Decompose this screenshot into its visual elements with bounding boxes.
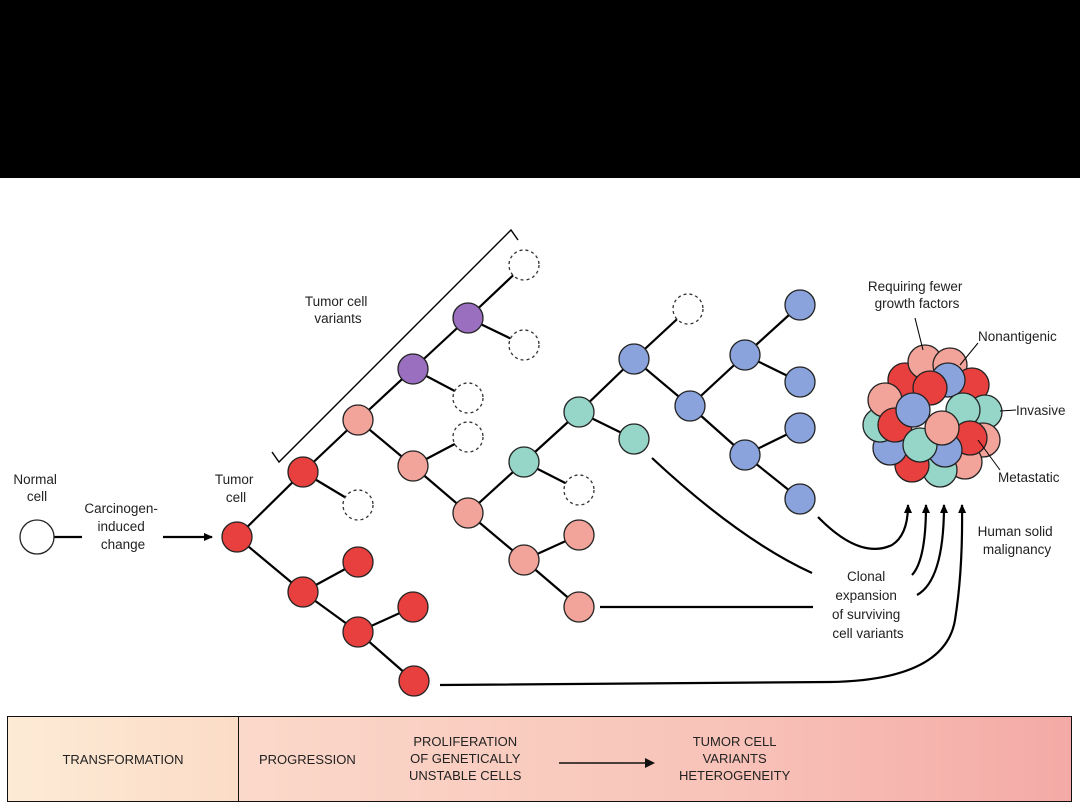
tumor-cell-label: Tumor cell xyxy=(215,472,257,505)
fewer-growth-label: Requiring fewer growth factors xyxy=(868,279,966,311)
progression-stage: PROGRESSION PROLIFERATION OF GENETICALLY… xyxy=(239,717,1071,801)
tumor-variants-label: Tumor cell variants xyxy=(305,294,371,326)
metastatic-label: Metastatic xyxy=(998,470,1060,485)
transformation-stage: TRANSFORMATION xyxy=(8,717,239,801)
labels: Normal cell Carcinogen- induced change T… xyxy=(13,279,1065,641)
transformation-label: TRANSFORMATION xyxy=(62,751,184,767)
human-solid-label: Human solid malignancy xyxy=(978,524,1057,557)
carcinogen-label: Carcinogen- induced change xyxy=(84,501,161,552)
clonal-expansion-label: Clonal expansion of surviving cell varia… xyxy=(832,569,904,641)
normal-cell xyxy=(19,519,55,555)
tumor-cells xyxy=(221,249,816,697)
invasive-label: Invasive xyxy=(1016,403,1066,418)
top-black-band xyxy=(0,0,1080,178)
nonantigenic-label: Nonantigenic xyxy=(978,329,1057,344)
tumor-mass xyxy=(862,344,1003,488)
clonal-expansion-arrows xyxy=(439,457,967,687)
variants-bracket xyxy=(271,228,519,464)
mass-label-pointers xyxy=(914,317,1017,471)
tumor-cell-founder xyxy=(221,521,253,553)
progression-arrow xyxy=(559,758,655,768)
normal-cell-label: Normal cell xyxy=(13,472,60,504)
progression-label: PROGRESSION xyxy=(259,752,356,767)
variants-heterogeneity-label: TUMOR CELL VARIANTS HETEROGENEITY xyxy=(679,734,791,783)
stage-bar: TRANSFORMATION PROGRESSION PROLIFERATION… xyxy=(7,716,1072,802)
proliferation-label: PROLIFERATION OF GENETICALLY UNSTABLE CE… xyxy=(409,734,522,783)
